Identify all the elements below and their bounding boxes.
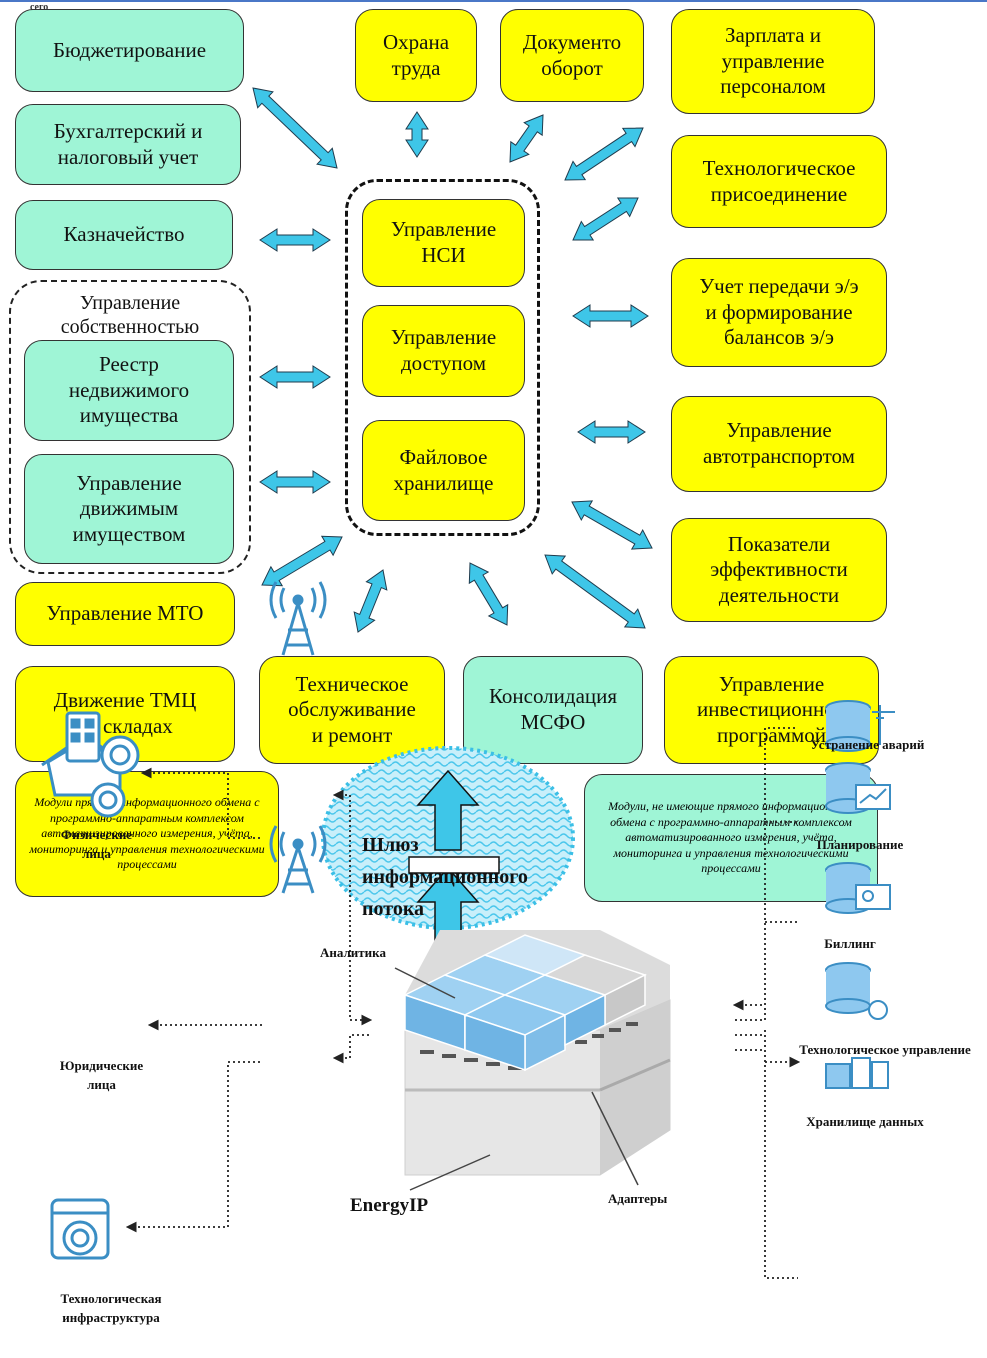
office-meter-icon <box>65 711 140 775</box>
module-file-storage[interactable]: Файловое хранилище <box>362 420 525 521</box>
top-border-line <box>0 0 987 2</box>
exchange-arrow-2 <box>259 228 331 252</box>
exchange-arrow-1 <box>252 87 338 169</box>
analytics-pointer <box>394 967 456 999</box>
connector-systems <box>735 727 798 1279</box>
module-salary[interactable]: Зарплата и управление персоналом <box>671 9 875 114</box>
gateway-arrow-up <box>416 769 480 851</box>
module-exchange-arrows <box>252 87 653 633</box>
antenna-icon <box>269 825 327 894</box>
core-services-group <box>345 179 540 536</box>
module-labor-safety[interactable]: Охрана труда <box>355 9 477 102</box>
exchange-arrow-3 <box>259 365 331 389</box>
tech-infrastructure-label: Технологическая инфраструктура <box>60 1291 162 1325</box>
legal-entities-label: Юридические лица <box>59 1058 144 1092</box>
exchange-arrow-15 <box>353 569 388 633</box>
module-msfo[interactable]: Консолидация МСФО <box>463 656 643 764</box>
exchange-arrow-12 <box>571 500 653 550</box>
exchange-arrow-13 <box>544 554 646 629</box>
gateway-label: Шлюз информационного потока <box>362 834 528 920</box>
cube-platform-icon <box>403 930 671 1176</box>
module-real-estate[interactable]: Реестр недвижимого имущества <box>24 340 234 441</box>
adapters-label: Адаптеры <box>608 1191 668 1206</box>
exchange-arrow-5 <box>261 535 343 587</box>
connector-antenna1-cube <box>332 789 373 1026</box>
module-treasury[interactable]: Казначейство <box>15 200 233 270</box>
exchange-arrow-9 <box>572 197 639 241</box>
module-energy-transfer[interactable]: Учет передачи э/э и формирование балансо… <box>671 258 887 367</box>
module-vehicles[interactable]: Управление автотранспортом <box>671 396 887 492</box>
connector-individuals <box>140 767 262 839</box>
property-management-group <box>9 280 251 574</box>
connector-antenna2-cube <box>332 1034 370 1064</box>
energyip-label: EnergyIP <box>350 1195 429 1216</box>
energyip-pointer <box>409 1154 491 1191</box>
module-nsi[interactable]: Управление НСИ <box>362 199 525 287</box>
exchange-arrow-10 <box>572 304 649 328</box>
individuals-label: Физические лица <box>60 827 133 861</box>
module-budgeting[interactable]: Бюджетирование <box>15 9 244 92</box>
system-data-store-label: Хранилище данных <box>806 1114 924 1129</box>
corner-text: сего <box>30 2 49 13</box>
module-maintenance[interactable]: Техническое обслуживание и ремонт <box>259 656 445 764</box>
module-movable-property[interactable]: Управление движимым имуществом <box>24 454 234 564</box>
system-outages-label: Устранение аварий <box>810 737 925 752</box>
exchange-arrow-6 <box>405 111 429 158</box>
connector-infra <box>125 1061 262 1233</box>
module-tech-connection[interactable]: Технологическое присоединение <box>671 135 887 228</box>
gateway-white-bar <box>408 856 500 874</box>
module-accounting[interactable]: Бухгалтерский и налоговый учет <box>15 104 241 185</box>
antenna-icon <box>269 581 327 656</box>
module-kpi[interactable]: Показатели эффективности деятельности <box>671 518 887 622</box>
analytics-label: Аналитика <box>320 945 386 960</box>
module-access[interactable]: Управление доступом <box>362 305 525 397</box>
database-icon <box>825 700 895 1089</box>
module-docflow[interactable]: Документо оборот <box>500 9 644 102</box>
adapters-pointer <box>591 1091 639 1186</box>
washer-icon <box>50 1198 110 1260</box>
system-tech-control-label: Технологическое управление <box>799 1042 971 1057</box>
exchange-arrow-4 <box>259 470 331 494</box>
exchange-arrow-8 <box>564 127 644 181</box>
exchange-arrow-7 <box>509 114 544 163</box>
module-mto[interactable]: Управление МТО <box>15 582 235 646</box>
exchange-arrow-11 <box>577 420 646 444</box>
system-billing-label: Биллинг <box>824 936 876 951</box>
property-group-label: Управление собственностью <box>60 292 200 338</box>
system-planning-label: Планирование <box>816 837 904 852</box>
exchange-arrow-14 <box>468 562 509 626</box>
